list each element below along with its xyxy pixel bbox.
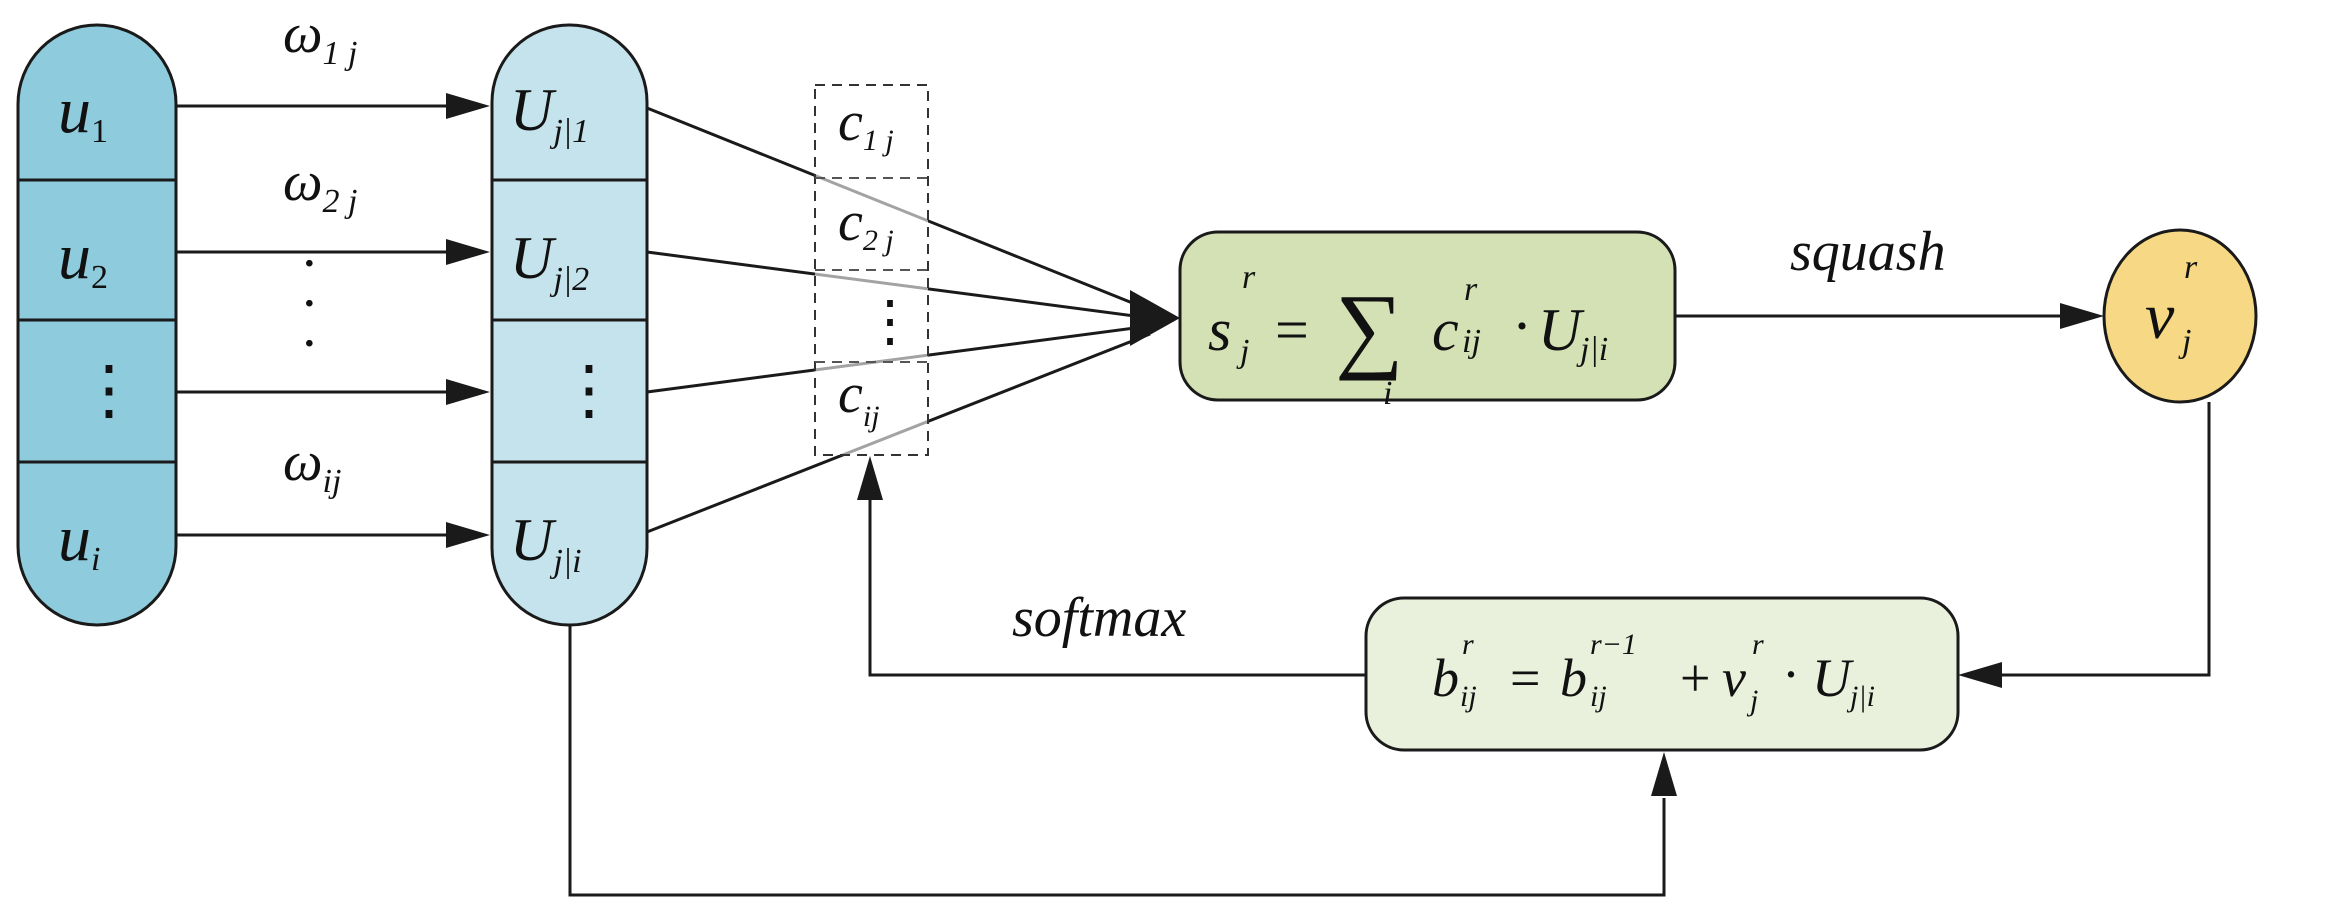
prediction-capsule-fill	[492, 25, 647, 625]
prediction-capsule-column: Uj|1 Uj|2 ⋮ Uj|i	[490, 23, 649, 627]
prediction-U-ji: Uj|i	[510, 507, 582, 580]
weight-gap-dot-2: ·	[300, 273, 319, 335]
arrowhead-icon	[446, 93, 490, 119]
output-v-sup: r	[2184, 249, 2198, 286]
arrowhead-icon	[857, 456, 883, 500]
sum-s: s	[1208, 297, 1231, 363]
sum-sigma: ∑	[1335, 274, 1403, 381]
output-v-sub: j	[2178, 323, 2191, 360]
output-v: v	[2145, 280, 2175, 353]
update-node: b r ij = b r−1 ij + v r j · U j|i	[1364, 596, 1960, 752]
sum-U: U	[1538, 297, 1585, 363]
arrowhead-icon	[446, 379, 490, 405]
update-v-sub: j	[1746, 684, 1758, 717]
update-b-sup: r	[1462, 628, 1474, 661]
weight-arrows	[176, 93, 490, 548]
update-dot: ·	[1782, 644, 1800, 704]
weight-label-1: ω1 j	[283, 3, 358, 72]
sum-c-sup: r	[1464, 271, 1478, 308]
prediction-U-j2: Uj|2	[510, 225, 589, 298]
input-capsule-dividers	[18, 178, 176, 464]
input-capsule-fill	[18, 25, 176, 625]
sum-c: c	[1432, 297, 1459, 363]
coupling-dots: ⋮	[862, 291, 918, 353]
coupling-c1j: c1 j	[838, 91, 894, 157]
sum-U-sub: j|i	[1576, 331, 1608, 368]
arrowhead-icon	[2060, 303, 2104, 329]
sum-node: s r j = ∑ i c r ij · U j|i	[1178, 230, 1677, 412]
update-b-sub: ij	[1460, 680, 1477, 713]
input-u1: u1	[58, 74, 108, 150]
feedback-line	[2000, 402, 2211, 677]
sum-node-box	[1178, 230, 1677, 402]
sum-equals: =	[1275, 297, 1309, 363]
softmax-line	[868, 498, 1366, 677]
squash-label: squash	[1790, 221, 1946, 283]
sum-s-sup: r	[1242, 259, 1256, 296]
update-v: v	[1722, 648, 1746, 708]
input-dots: ⋮	[76, 354, 142, 427]
update-b: b	[1432, 648, 1459, 708]
output-node: v r j	[2102, 228, 2258, 404]
arrowhead-icon	[1651, 752, 1677, 796]
arrowhead-icon	[1958, 662, 2002, 688]
update-U-sub: j|i	[1846, 680, 1875, 713]
sum-dot: ·	[1512, 293, 1532, 359]
arrowhead-icon	[446, 522, 490, 548]
update-b2: b	[1560, 648, 1587, 708]
arrowhead-icon	[1130, 290, 1180, 346]
update-v-sup: r	[1752, 628, 1764, 661]
update-b2-sub: ij	[1590, 680, 1607, 713]
coupling-cij: cij	[838, 363, 880, 433]
input-u2: u2	[58, 220, 108, 296]
update-b2-sup: r−1	[1590, 628, 1637, 661]
input-capsule-column: u1 u2 ⋮ ui	[16, 23, 178, 627]
sum-sigma-sub: i	[1383, 375, 1392, 412]
update-plus: +	[1680, 648, 1710, 708]
input-ui: ui	[58, 502, 100, 578]
sum-c-sub: ij	[1462, 323, 1481, 360]
coupling-c2j: c2 j	[838, 191, 894, 257]
weight-label-2: ω2 j	[283, 151, 358, 220]
sum-s-sub: j	[1236, 333, 1249, 370]
update-equals: =	[1510, 648, 1540, 708]
coupling-coefficients: c1 j c2 j ⋮ cij	[814, 84, 929, 456]
update-U: U	[1812, 648, 1854, 708]
weight-gap-dot-3: ·	[300, 313, 319, 375]
output-node-circle	[2102, 228, 2258, 404]
prediction-capsule-dividers	[492, 178, 647, 464]
weight-label-ij: ωij	[283, 431, 341, 500]
weight-gap-dot-1: ·	[300, 233, 319, 295]
input-capsule-outline	[16, 23, 178, 627]
prediction-dots: ⋮	[556, 354, 622, 427]
arrowhead-icon	[446, 239, 490, 265]
softmax-label: softmax	[1012, 587, 1186, 649]
prediction-to-update-line	[568, 625, 1666, 897]
prediction-U-j1: Uj|1	[510, 77, 589, 150]
